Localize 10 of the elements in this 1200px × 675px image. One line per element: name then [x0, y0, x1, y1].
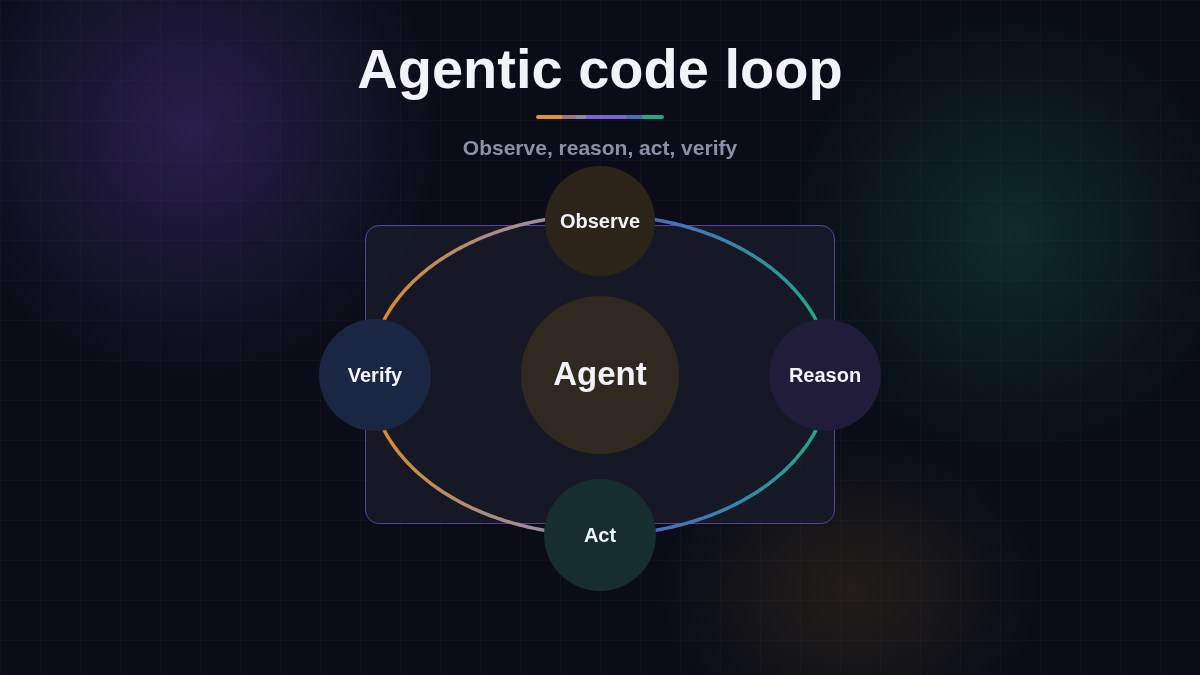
- subtitle: Observe, reason, act, verify: [462, 137, 738, 158]
- connector-arc: [382, 428, 546, 532]
- node-label: Reason: [788, 364, 862, 386]
- node-label: Verify: [347, 364, 403, 386]
- node-label: Observe: [559, 210, 641, 232]
- node-label: Act: [583, 524, 617, 546]
- connector-arc: [653, 217, 818, 322]
- node-label: Agent: [553, 356, 647, 393]
- connector-arc: [382, 217, 547, 322]
- connector-arc: [654, 428, 818, 532]
